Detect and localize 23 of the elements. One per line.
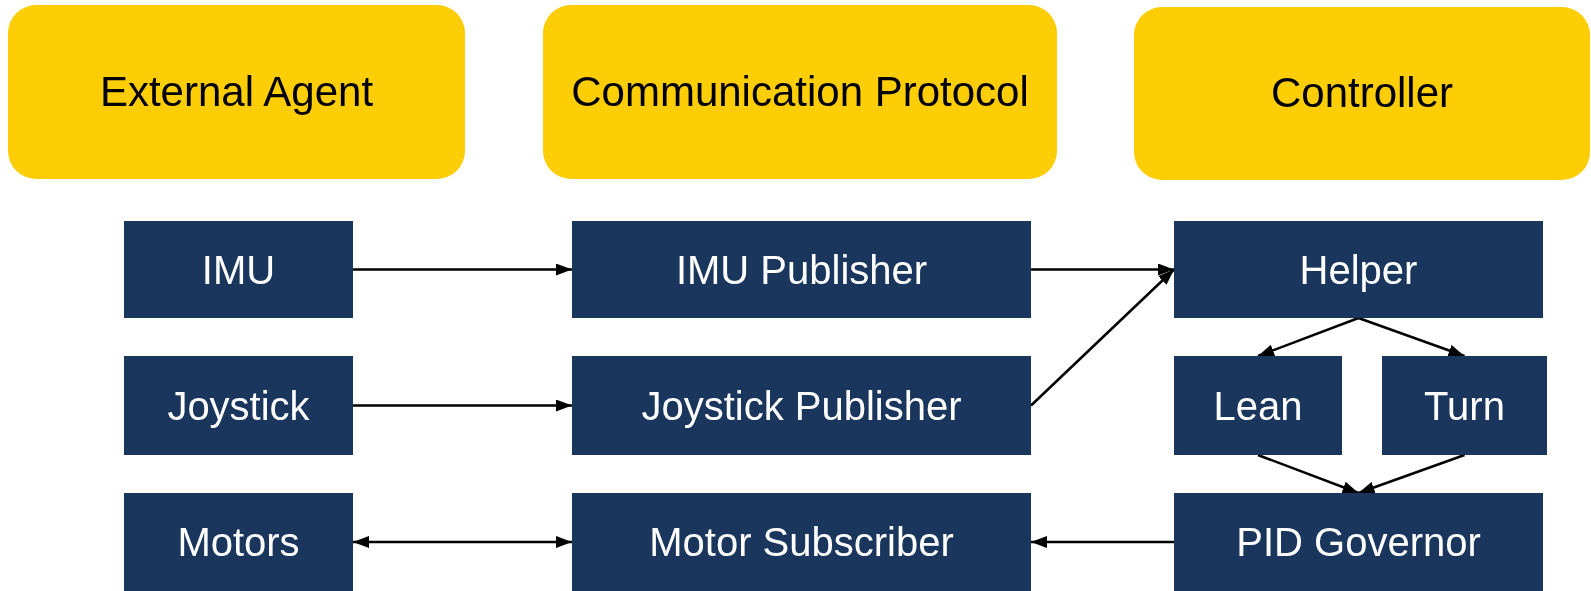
arrow (1030, 268, 1175, 407)
arrow (1031, 536, 1174, 548)
process-box: Helper (1174, 221, 1543, 318)
arrow (353, 399, 572, 412)
process-box: Turn (1382, 356, 1547, 455)
arrow (1257, 453, 1359, 495)
process-box: Joystick (124, 356, 353, 455)
process-box: Joystick Publisher (572, 356, 1031, 455)
arrow (1257, 316, 1359, 358)
arrow (1358, 316, 1465, 358)
column-header: Controller (1134, 7, 1590, 180)
process-box: Motors (124, 493, 353, 591)
column-header: External Agent (8, 5, 465, 179)
process-box: Motor Subscriber (572, 493, 1031, 591)
process-box: PID Governor (1174, 493, 1543, 591)
process-box: Lean (1174, 356, 1342, 455)
arrow (1358, 453, 1465, 495)
arrow (1031, 263, 1174, 276)
column-header: Communication Protocol (543, 5, 1057, 179)
process-box: IMU Publisher (572, 221, 1031, 318)
arrow (353, 263, 572, 276)
process-box: IMU (124, 221, 353, 318)
arrow (353, 536, 572, 548)
